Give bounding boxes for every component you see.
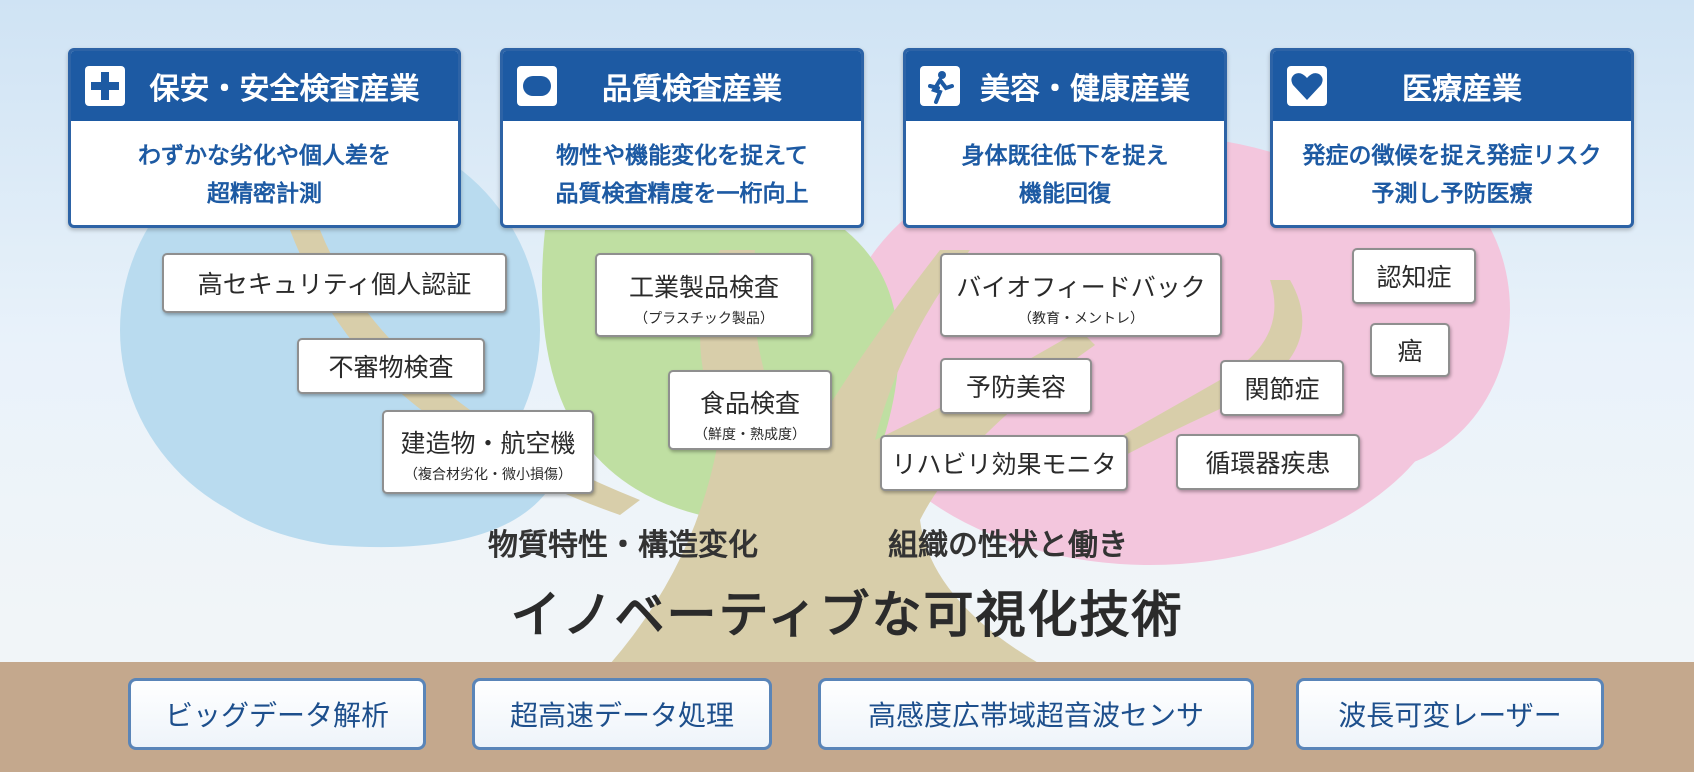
industry-quality-bar: 品質検査産業	[503, 51, 861, 121]
app-tag: バイオフィードバック （教育・メントレ）	[940, 253, 1222, 337]
industry-medical: 医療産業 発症の徴候を捉え発症リスク 予測し予防医療	[1270, 48, 1634, 228]
app-tag: 循環器疾患	[1176, 434, 1360, 490]
tech-box: 高感度広帯域超音波センサ	[818, 678, 1254, 750]
app-tag: リハビリ効果モニタ	[880, 435, 1128, 491]
industry-desc: わずかな劣化や個人差を 超精密計測	[138, 143, 391, 207]
industry-security-bar: 保安・安全検査産業	[71, 51, 458, 121]
industry-beauty-bar: 美容・健康産業	[906, 51, 1224, 121]
tissue-label: 組織の性状と働き	[888, 528, 1128, 563]
plus-icon	[85, 66, 125, 106]
industry-title: 美容・健康産業	[980, 72, 1190, 107]
industry-security: 保安・安全検査産業 わずかな劣化や個人差を 超精密計測	[68, 48, 461, 228]
industry-beauty: 美容・健康産業 身体既往低下を捉え 機能回復	[903, 48, 1227, 228]
runner-icon	[920, 66, 960, 106]
app-tag: 高セキュリティ個人認証	[162, 253, 507, 313]
tech-box: 波長可変レーザー	[1296, 678, 1604, 750]
app-tag: 予防美容	[940, 358, 1092, 414]
industry-desc: 物性や機能変化を捉えて 品質検査精度を一桁向上	[555, 143, 809, 207]
app-tag: 認知症	[1352, 248, 1476, 304]
pig-icon	[517, 66, 557, 106]
industry-title: 品質検査産業	[602, 72, 782, 107]
app-tag: 建造物・航空機 （複合材劣化・微小損傷）	[382, 410, 594, 494]
industry-title: 医療産業	[1402, 72, 1522, 107]
main-title: イノベーティブな可視化技術	[510, 586, 1184, 644]
app-tag: 癌	[1370, 323, 1450, 377]
app-tag: 不審物検査	[297, 338, 485, 394]
industry-desc: 発症の徴候を捉え発症リスク 予測し予防医療	[1302, 143, 1602, 207]
tech-box: ビッグデータ解析	[128, 678, 426, 750]
industry-desc: 身体既往低下を捉え 機能回復	[961, 143, 1169, 207]
tech-box: 超高速データ処理	[472, 678, 772, 750]
industry-quality: 品質検査産業 物性や機能変化を捉えて 品質検査精度を一桁向上	[500, 48, 864, 228]
app-tag: 関節症	[1220, 360, 1344, 416]
industry-medical-bar: 医療産業	[1273, 51, 1631, 121]
material-label: 物質特性・構造変化	[488, 528, 758, 563]
industry-title: 保安・安全検査産業	[149, 72, 420, 107]
app-tag: 食品検査 （鮮度・熟成度）	[668, 370, 832, 450]
heart-icon	[1287, 66, 1327, 106]
app-tag: 工業製品検査 （プラスチック製品）	[595, 253, 813, 337]
tree-trunk	[610, 250, 1095, 664]
